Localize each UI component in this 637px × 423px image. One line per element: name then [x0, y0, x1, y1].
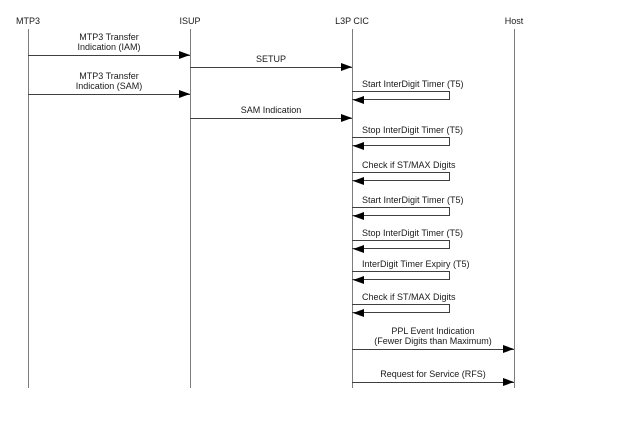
message-label-line: SAM Indication: [240, 105, 302, 115]
message-line: [28, 55, 190, 56]
arrowhead-left-icon: [353, 245, 364, 253]
actor-label-mtp3: MTP3: [15, 16, 40, 26]
actor-label-host: Host: [504, 16, 524, 26]
message-label-line: PPL Event Indication: [391, 326, 475, 336]
message-label-line: Indication (IAM): [77, 42, 141, 52]
message-line: [190, 118, 352, 119]
message-label-line: Indication (SAM): [75, 81, 143, 91]
self-message-label: Stop InterDigit Timer (T5): [362, 228, 464, 238]
arrowhead-right-icon: [341, 63, 352, 71]
actor-label-l3p-cic: L3P CIC: [335, 16, 369, 26]
self-message-label: Start InterDigit Timer (T5): [362, 195, 464, 205]
arrowhead-right-icon: [179, 51, 190, 59]
message-label: SETUP: [190, 54, 352, 64]
self-message-label: Start InterDigit Timer (T5): [362, 79, 464, 89]
self-message-label: InterDigit Timer Expiry (T5): [362, 259, 470, 269]
arrowhead-left-icon: [353, 177, 364, 185]
arrowhead-left-icon: [353, 309, 364, 317]
self-message-label: Stop InterDigit Timer (T5): [362, 125, 464, 135]
message-line: [352, 382, 514, 383]
arrowhead-left-icon: [353, 142, 364, 150]
message-label-line: Request for Service (RFS): [380, 369, 486, 379]
message-line: [190, 67, 352, 68]
self-message-loop: [352, 240, 450, 249]
actor-label-isup: ISUP: [179, 16, 201, 26]
self-message-loop: [352, 207, 450, 216]
self-message-label: Check if ST/MAX Digits: [362, 292, 456, 302]
arrowhead-right-icon: [503, 378, 514, 386]
message-label-line: (Fewer Digits than Maximum): [374, 336, 492, 346]
self-message-loop: [352, 137, 450, 146]
arrowhead-right-icon: [341, 114, 352, 122]
message-label-line: MTP3 Transfer: [79, 71, 139, 81]
arrowhead-left-icon: [353, 212, 364, 220]
self-message-loop: [352, 172, 450, 181]
message-label-line: SETUP: [255, 54, 286, 64]
self-message-loop: [352, 271, 450, 280]
lifeline-mtp3: [28, 29, 29, 388]
message-label: Request for Service (RFS): [352, 369, 514, 379]
message-label: PPL Event Indication(Fewer Digits than M…: [352, 326, 514, 346]
message-line: [352, 349, 514, 350]
arrowhead-right-icon: [503, 345, 514, 353]
message-label: SAM Indication: [190, 105, 352, 115]
lifeline-host: [514, 29, 515, 388]
self-message-loop: [352, 91, 450, 100]
lifeline-l3p-cic: [352, 29, 353, 388]
arrowhead-left-icon: [353, 276, 364, 284]
message-label-line: MTP3 Transfer: [79, 32, 139, 42]
self-message-label: Check if ST/MAX Digits: [362, 160, 456, 170]
arrowhead-right-icon: [179, 90, 190, 98]
lifeline-isup: [190, 29, 191, 388]
self-message-loop: [352, 304, 450, 313]
message-line: [28, 94, 190, 95]
arrowhead-left-icon: [353, 96, 364, 104]
